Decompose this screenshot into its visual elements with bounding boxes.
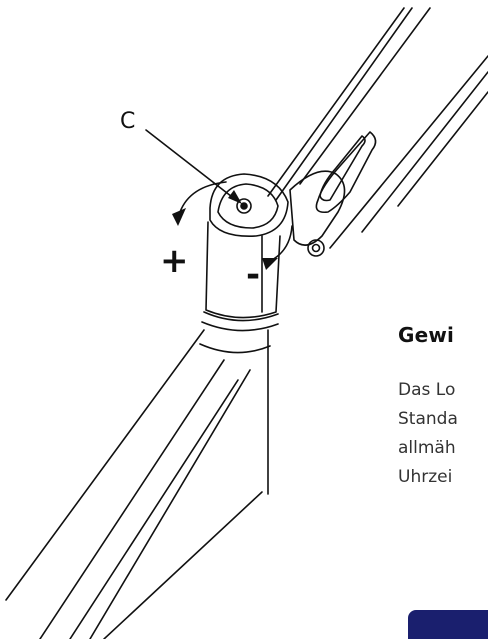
hinge-screw-center — [311, 243, 321, 253]
arm-slot-inner — [319, 135, 366, 202]
hub-collar-bottom — [201, 321, 279, 332]
section-heading: Gewi — [398, 323, 455, 347]
arrowhead-plus — [172, 208, 186, 226]
upper-arm-outline-5 — [361, 71, 488, 233]
callout-arrowhead — [228, 190, 242, 204]
adjustment-screw — [236, 198, 252, 214]
body-line-1: Das Lo — [398, 380, 456, 400]
adjustment-screw-hole — [240, 202, 248, 210]
lower-arm-outline-2 — [39, 359, 225, 639]
body-line-4: Uhrzei — [398, 467, 453, 487]
hub-collar-top — [203, 311, 279, 322]
lower-arm-outline-6 — [89, 369, 251, 639]
upper-arm-outline-1 — [267, 7, 405, 197]
hub-top — [209, 173, 289, 237]
body-line-3: allmäh — [398, 438, 456, 458]
hub-column — [205, 221, 281, 319]
hub-collar-bottom-2 — [199, 343, 271, 354]
upper-arm-outline-4 — [329, 55, 488, 249]
upper-arm-outline-3 — [299, 7, 431, 185]
plus-sign: + — [160, 241, 189, 281]
lower-arm-outline-5 — [103, 491, 263, 639]
arm-slot — [315, 131, 377, 214]
upper-arm-outline-6 — [397, 91, 488, 207]
adjustment-text-block: Gewi Das Lo Standa allmäh Uhrzei — [398, 323, 488, 492]
minus-sign: - — [246, 255, 260, 295]
hinge-screw — [307, 239, 325, 257]
body-line-2: Standa — [398, 409, 458, 429]
lower-arm-outline-3 — [69, 379, 239, 639]
arrowhead-minus — [262, 258, 278, 270]
callout-leader-line — [145, 129, 237, 201]
blue-action-button[interactable] — [408, 610, 488, 639]
callout-label-c: C — [120, 109, 135, 134]
rotation-arrow-plus — [179, 181, 227, 213]
lower-arm-outline-1 — [5, 329, 205, 601]
joint-plate — [289, 170, 346, 246]
hub-top-inner — [217, 183, 279, 229]
upper-arm-outline-2 — [275, 7, 413, 201]
